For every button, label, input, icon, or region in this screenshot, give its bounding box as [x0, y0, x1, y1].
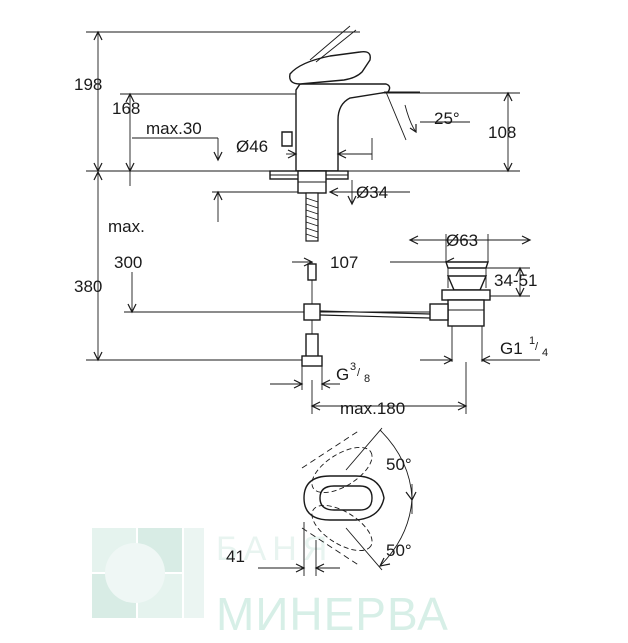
hose-thread-den: 8: [364, 373, 370, 385]
waste-assembly: [408, 234, 540, 365]
waste-thread-den: 4: [542, 347, 548, 359]
left-dimension-lines: [86, 30, 440, 362]
hose-thread-dim: [270, 366, 340, 390]
label-spout-height: 168: [112, 99, 140, 118]
waste-rod: [319, 310, 431, 319]
spout-angle-lines: [338, 91, 520, 173]
label-rotation-top: 50°: [386, 455, 412, 474]
faucet-body: [281, 25, 407, 172]
lever-offset-dim: [258, 522, 340, 576]
supply-hose: [301, 192, 323, 367]
hose-thread-num: 3: [350, 361, 356, 373]
label-max-value: 300: [114, 253, 142, 272]
waste-thread-slash: /: [535, 341, 539, 353]
hose-thread-slash: /: [357, 367, 361, 379]
label-lever-max: max.30: [146, 119, 202, 138]
max-spread-dim: [310, 362, 468, 414]
label-hose-length: 380: [74, 277, 102, 296]
waste-thread-main: G1: [500, 339, 523, 358]
label-lever-offset: 41: [226, 547, 245, 566]
label-base-diameter: Ø34: [356, 183, 388, 202]
label-max-spread: max.180: [340, 399, 405, 418]
label-spout-angle: 25°: [434, 109, 460, 128]
body-diameter-dim: [286, 138, 373, 160]
label-waste-thread: G1 1 / 4: [500, 335, 548, 359]
mounting-base: [269, 170, 410, 206]
label-rotation-bottom: 50°: [386, 541, 412, 560]
label-spout-reach: 108: [488, 123, 516, 142]
hose-thread-main: G: [336, 365, 349, 384]
watermark-logo: [92, 528, 204, 618]
label-hose-thread: G 3 / 8: [336, 361, 370, 385]
label-waste-range: 34-51: [494, 271, 537, 290]
label-waste-diameter: Ø63: [446, 231, 478, 250]
label-max: max.: [108, 217, 145, 236]
label-body-diameter: Ø46: [236, 137, 268, 156]
watermark-line2: МИНЕРВА: [216, 588, 449, 640]
watermark-line1: БАНЯ: [216, 530, 333, 568]
label-total-height: 198: [74, 75, 102, 94]
lever-top-view: [301, 427, 417, 571]
waste-thread-num: 1: [529, 335, 535, 347]
label-waste-offset: 107: [330, 253, 358, 272]
